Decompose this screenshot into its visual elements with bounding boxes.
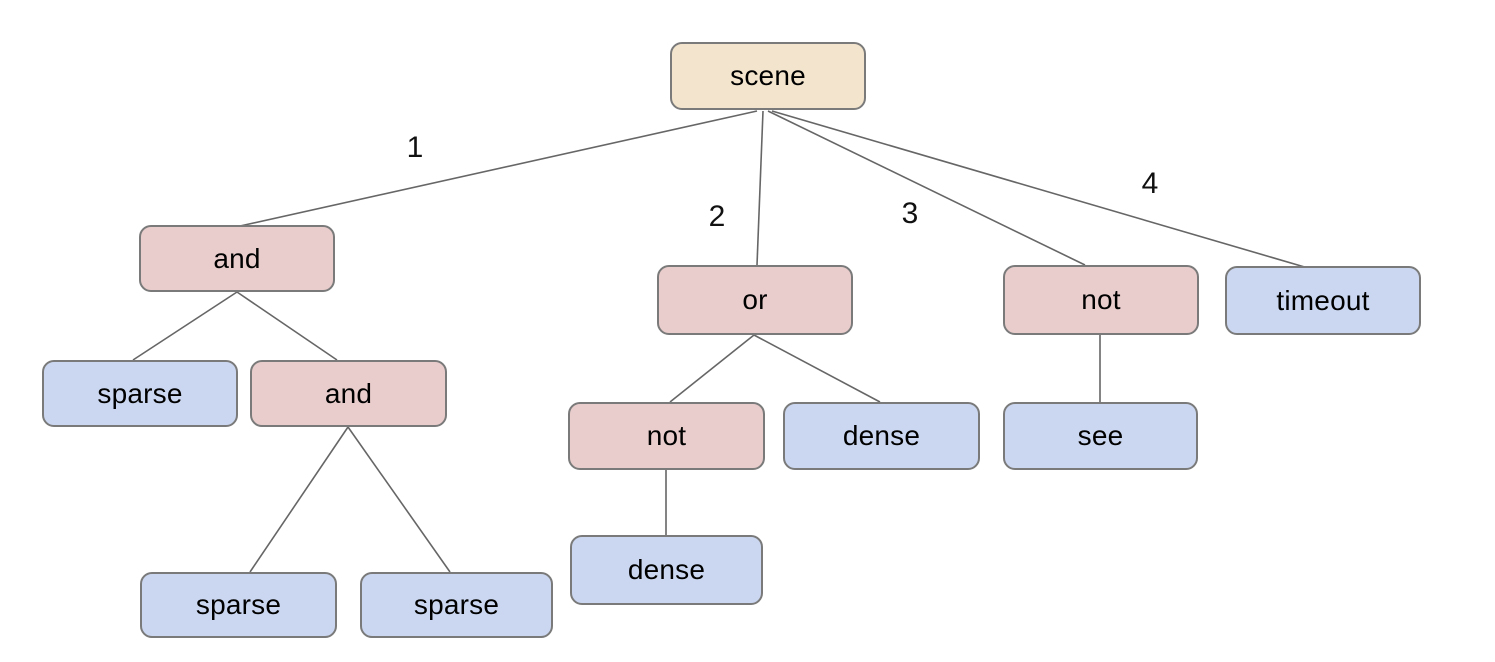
node-sparse-3: sparse	[360, 572, 553, 638]
node-not-right: not	[1003, 265, 1199, 335]
node-not-middle: not	[568, 402, 765, 470]
node-see: see	[1003, 402, 1198, 470]
node-sparse-1: sparse	[42, 360, 238, 427]
edge-scene-timeout	[771, 110, 1309, 269]
node-dense-bottom: dense	[570, 535, 763, 605]
edge-scene-not	[767, 110, 1086, 266]
edge-and2-sparse2	[347, 426, 451, 573]
node-and-left: and	[139, 225, 335, 292]
edge-or-dense	[753, 334, 881, 403]
edge-or-not	[669, 334, 755, 403]
edge-label-3: 3	[901, 197, 919, 230]
node-sparse-2: sparse	[140, 572, 337, 638]
edge-and-and	[236, 291, 338, 361]
node-dense-right: dense	[783, 402, 980, 470]
edge-and-sparse	[132, 291, 238, 361]
edge-scene-and	[239, 110, 758, 227]
edge-and2-sparse	[249, 426, 349, 573]
node-timeout: timeout	[1225, 266, 1421, 335]
edge-label-2: 2	[708, 200, 726, 233]
node-and-inner: and	[250, 360, 447, 427]
node-scene: scene	[670, 42, 866, 110]
edge-label-1: 1	[406, 131, 424, 164]
edge-label-4: 4	[1141, 167, 1159, 200]
edge-scene-or	[756, 110, 764, 266]
node-or: or	[657, 265, 853, 335]
